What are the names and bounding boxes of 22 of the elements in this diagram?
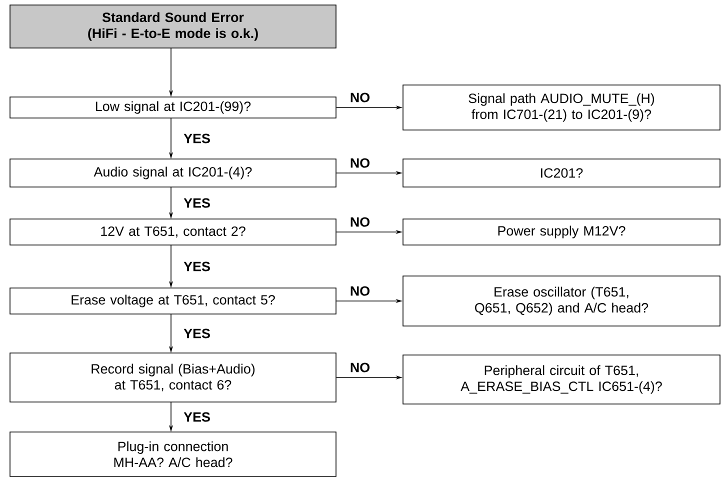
edge-label: YES [184,412,210,422]
edge-label: YES [184,198,210,208]
decision-box: Low signal at IC201-(99)? [10,96,336,118]
check-box: Peripheral circuit of T651, A_ERASE_BIAS_CTL IC651-(4)? [402,354,720,404]
decision-box: Record signal (Bias+Audio) at T651, contact 6? [10,352,336,402]
edge-label: YES [184,262,210,272]
edge-label: NO [350,158,370,168]
check-box: Signal path AUDIO_MUTE_(H) from IC701-(21) to IC201-(9)? [402,84,720,130]
edge-label: NO [350,286,370,296]
decision-box: Audio signal at IC201-(4)? [10,158,336,188]
decision-box: Plug-in connection MH-AA? A/C head? [10,432,336,477]
check-box: Power supply M12V? [402,218,720,246]
edge-label: NO [350,92,370,102]
title-box: Standard Sound Error (HiFi - E-to-E mode is o.k.) [10,4,336,48]
edge-label: YES [184,328,210,338]
check-box: Erase oscillator (T651, Q651, Q652) and A/C head? [402,276,720,326]
check-box: IC201? [402,158,720,188]
edge-label: NO [350,362,370,372]
decision-box: 12V at T651, contact 2? [10,218,336,246]
edge-label: YES [184,134,210,144]
edge-label: NO [350,217,370,227]
decision-box: Erase voltage at T651, contact 5? [10,288,336,314]
